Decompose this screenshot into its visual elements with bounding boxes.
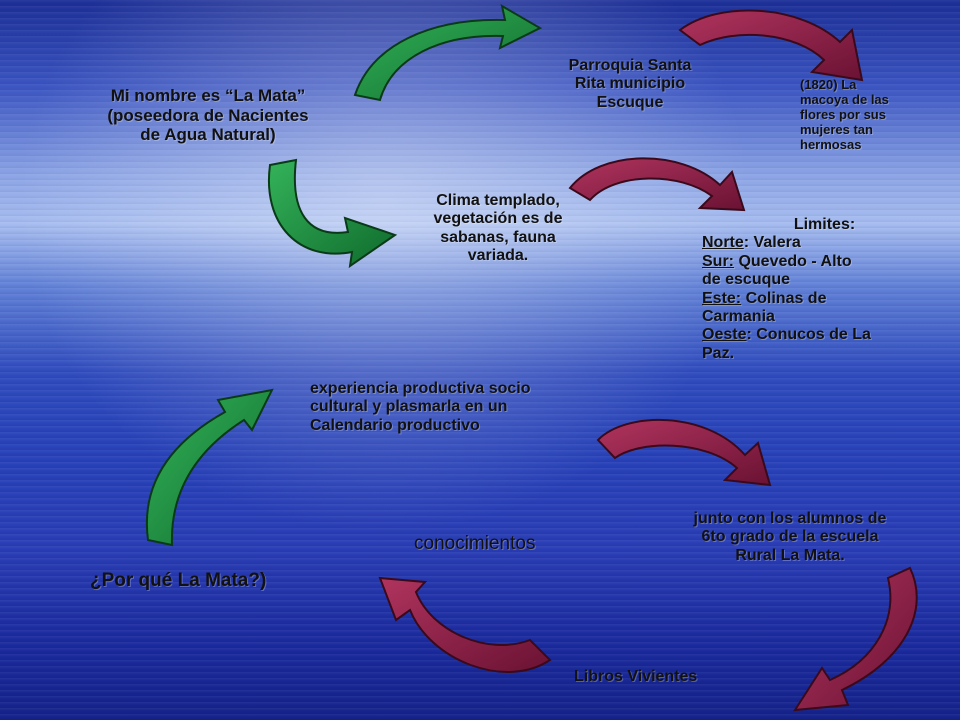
limites-oeste-value: : Conucos de La: [746, 326, 871, 344]
node-conocimientos: conocimientos: [414, 533, 535, 555]
limites-sur: Sur: Quevedo - Alto: [702, 253, 947, 271]
node-libros-vivientes-text: Libros Vivientes: [574, 668, 698, 685]
node-la-mata: Mi nombre es “La Mata” (poseedora de Nac…: [58, 86, 358, 145]
node-experiencia-line2: cultural y plasmarla en un: [310, 398, 508, 416]
limites-oeste: Oeste: Conucos de La: [702, 326, 947, 344]
node-macoya-line1: (1820) La: [800, 77, 857, 92]
node-limites: Limites: Norte: Valera Sur: Quevedo - Al…: [702, 216, 947, 363]
limites-este-value2: Carmania: [702, 307, 775, 325]
limites-sur-value2: de escuque: [702, 271, 791, 289]
arrow-parroquia-to-macoya: [678, 9, 864, 82]
arrow-mata-to-parroquia: [353, 4, 543, 102]
node-clima-line1: Clima templado,: [436, 192, 560, 209]
node-macoya-line5: hermosas: [800, 136, 862, 152]
limites-sur-value: Quevedo - Alto: [734, 252, 852, 270]
limites-este-value: Colinas de: [741, 289, 827, 307]
arrow-experiencia-to-alumnos: [596, 418, 772, 487]
node-por-que-la-mata: ¿Por qué La Mata?): [90, 570, 266, 592]
node-clima-line2: vegetación es de: [433, 210, 563, 228]
node-clima-line4: variada.: [467, 247, 529, 265]
node-alumnos-line2: 6to grado de la escuela: [701, 528, 879, 546]
node-parroquia-line3: Escuque: [596, 93, 664, 111]
node-parroquia: Parroquia Santa Rita municipio Escuque: [530, 57, 730, 112]
arrow-libros-to-conocimientos: [378, 576, 552, 673]
arrow-mata-to-clima: [267, 158, 398, 269]
limites-este-label: Este:: [702, 289, 742, 307]
arrow-porque-to-experiencia: [145, 388, 274, 547]
limites-sur-label: Sur:: [702, 252, 734, 270]
arrow-clima-to-limites: [568, 157, 746, 212]
limites-este: Este: Colinas de: [702, 290, 947, 308]
node-experiencia-line1: experiencia productiva socio: [310, 380, 531, 397]
limites-oeste-label: Oeste: [702, 326, 747, 344]
node-macoya-line4: mujeres tan: [800, 121, 873, 137]
node-conocimientos-text: conocimientos: [414, 533, 536, 554]
node-clima: Clima templado, vegetación es de sabanas…: [398, 192, 598, 266]
node-por-que-la-mata-text: ¿Por qué La Mata?): [90, 570, 267, 591]
node-la-mata-line3: de Agua Natural): [140, 125, 276, 145]
node-la-mata-line1: Mi nombre es “La Mata”: [110, 86, 306, 105]
node-macoya-line3: flores por sus: [800, 106, 886, 122]
node-clima-line3: sabanas, fauna: [440, 228, 556, 246]
limites-norte-label: Norte: [702, 234, 744, 252]
node-experiencia-line3: Calendario productivo: [310, 416, 480, 434]
arrow-alumnos-to-libros: [793, 566, 918, 712]
node-parroquia-line2: Rita municipio: [574, 75, 686, 93]
limites-norte: Norte: Valera: [702, 234, 947, 252]
limites-title: Limites:: [793, 216, 856, 233]
node-libros-vivientes: Libros Vivientes: [574, 668, 697, 686]
node-macoya-line2: macoya de las: [800, 91, 889, 107]
node-experiencia: experiencia productiva socio cultural y …: [310, 380, 630, 435]
node-macoya: (1820) La macoya de las flores por sus m…: [800, 77, 950, 153]
node-la-mata-line2: (poseedora de Nacientes: [107, 105, 309, 125]
node-alumnos: junto con los alumnos de 6to grado de la…: [650, 510, 930, 565]
node-alumnos-line3: Rural La Mata.: [735, 546, 845, 564]
limites-norte-value: : Valera: [743, 234, 801, 252]
limites-oeste-value2: Paz.: [702, 344, 735, 362]
node-alumnos-line1: junto con los alumnos de: [693, 510, 887, 527]
node-parroquia-line1: Parroquia Santa: [568, 57, 692, 74]
